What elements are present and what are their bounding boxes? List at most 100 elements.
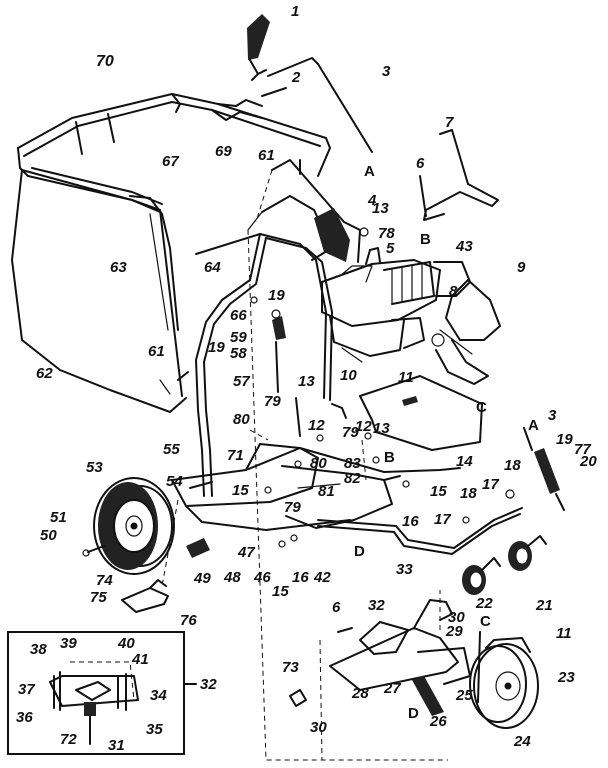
callout-70: 70: [96, 53, 114, 70]
callout-80b: 80: [310, 455, 327, 472]
callout-77: 77: [574, 441, 591, 458]
callout-26: 26: [429, 713, 447, 730]
callout-15: 15: [430, 483, 447, 500]
callout-31: 31: [108, 737, 125, 754]
bolts-misc: [177, 159, 515, 548]
callout-30: 30: [448, 609, 465, 626]
bracket-76: [121, 579, 169, 613]
callout-5: 5: [386, 240, 395, 257]
handle-grip: [247, 14, 270, 81]
callout-39: 39: [60, 635, 77, 652]
bolt-50-51: [82, 545, 105, 557]
callout-10: 10: [340, 367, 357, 384]
callout-3: 3: [382, 63, 391, 80]
callout-79: 79: [264, 393, 281, 410]
spring-49: [186, 538, 210, 558]
callout-75: 75: [90, 589, 107, 606]
callout-11b: 11: [556, 625, 572, 642]
ref-letter-b2: B: [384, 449, 395, 466]
callout-80: 80: [233, 411, 250, 428]
callout-16: 16: [402, 513, 419, 530]
callout-79c: 79: [284, 499, 301, 516]
bag-frame: [17, 93, 331, 331]
callout-41: 41: [131, 651, 149, 668]
callout-64: 64: [204, 259, 221, 276]
control-rod: [267, 57, 373, 153]
reference-letters: A B C B A D C D: [354, 163, 539, 722]
callout-62: 62: [36, 365, 53, 382]
callout-74: 74: [96, 572, 113, 589]
ref-letter-d: D: [354, 543, 365, 560]
callout-6b: 6: [332, 599, 341, 616]
handle-tube: [195, 233, 333, 497]
belt-guard-bracket: [419, 129, 499, 221]
callout-54: 54: [166, 473, 183, 490]
axle-rod: [317, 507, 523, 555]
ref-letter-c2: C: [480, 613, 491, 630]
callout-20: 20: [579, 453, 597, 470]
callout-23: 23: [557, 669, 575, 686]
assembly-leader-lines: [161, 169, 448, 761]
callout-19b: 19: [208, 339, 225, 356]
callout-55: 55: [163, 441, 180, 458]
caster-wheel-left: [462, 557, 501, 595]
callout-35: 35: [146, 721, 163, 738]
callout-6: 6: [416, 155, 425, 172]
tension-spring: [523, 427, 565, 511]
callout-17: 17: [482, 476, 499, 493]
caster-wheel-right: [508, 535, 547, 571]
callout-2: 2: [291, 69, 301, 86]
callout-51: 51: [50, 509, 67, 526]
callout-30b: 30: [310, 719, 327, 736]
callout-42: 42: [313, 569, 331, 586]
callout-19: 19: [268, 287, 285, 304]
callout-66: 66: [230, 307, 247, 324]
callout-57: 57: [233, 373, 250, 390]
callout-27: 27: [383, 680, 401, 697]
callout-13: 13: [372, 200, 389, 217]
ref-letter-c: C: [476, 399, 487, 416]
callout-13c: 13: [373, 420, 390, 437]
callout-79b: 79: [342, 424, 359, 441]
callout-16b: 16: [292, 569, 309, 586]
callout-83: 83: [344, 455, 361, 472]
callout-59: 59: [230, 329, 247, 346]
callout-12b: 12: [355, 418, 372, 435]
callout-72: 72: [60, 731, 77, 748]
callout-36: 36: [16, 709, 33, 726]
callout-7: 7: [445, 114, 454, 131]
callout-58: 58: [230, 345, 247, 362]
callout-18: 18: [504, 457, 521, 474]
callout-19c: 19: [556, 431, 573, 448]
ref-letter-a: A: [364, 163, 375, 180]
callout-4: 4: [367, 192, 377, 209]
callout-50: 50: [40, 527, 57, 544]
callout-38: 38: [30, 641, 47, 658]
callout-71: 71: [227, 447, 244, 464]
callout-13b: 13: [298, 373, 315, 390]
ref-letter-b: B: [420, 231, 431, 248]
callout-17b: 17: [434, 511, 451, 528]
callout-73: 73: [282, 659, 299, 676]
ref-letter-a2: A: [528, 417, 539, 434]
callout-8: 8: [449, 283, 458, 300]
main-frame: [171, 443, 401, 531]
callout-47: 47: [237, 544, 255, 561]
callout-9: 9: [517, 259, 526, 276]
callout-15b: 15: [232, 482, 249, 499]
callout-21: 21: [535, 597, 553, 614]
callout-24: 24: [513, 733, 531, 750]
callout-12: 12: [308, 417, 325, 434]
callout-78: 78: [378, 225, 395, 242]
callout-15c: 15: [272, 583, 289, 600]
callout-29: 29: [445, 623, 463, 640]
callout-37: 37: [18, 681, 35, 698]
callout-32: 32: [368, 597, 385, 614]
callout-82: 82: [344, 470, 361, 487]
callout-32b: 32: [200, 676, 217, 693]
callout-53: 53: [86, 459, 103, 476]
callout-14: 14: [456, 453, 473, 470]
callout-33: 33: [396, 561, 413, 578]
callout-81: 81: [318, 483, 335, 500]
